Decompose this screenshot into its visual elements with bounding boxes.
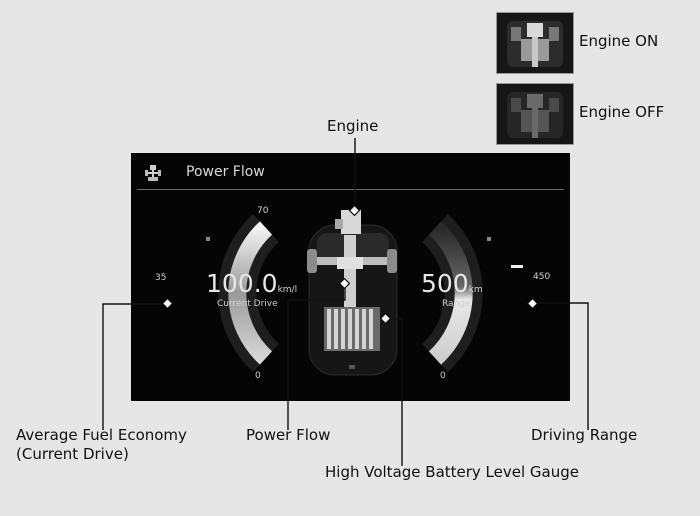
power-flow-callout: Power Flow [246, 426, 331, 444]
vehicle-rear-detail [349, 365, 355, 369]
screen-title: Power Flow [186, 164, 265, 180]
fuel-economy-value: 100.0km/l [206, 271, 297, 303]
range-unit: km [468, 285, 483, 295]
power-flow-leader-marker [338, 277, 351, 290]
engine-on-label: Engine ON [579, 32, 659, 50]
engine-callout: Engine [327, 117, 379, 135]
engine-on-thumbnail [496, 12, 574, 74]
driving-range-leader-line [533, 302, 589, 430]
range-needle [511, 265, 523, 268]
engine-block [341, 210, 361, 234]
gauges-graphic [206, 210, 523, 376]
engine-on-icon [507, 21, 563, 67]
fuel-tick-mark [206, 237, 210, 241]
engine-off-icon [507, 92, 563, 138]
engine-off-label: Engine OFF [579, 103, 665, 121]
header-divider [137, 189, 564, 190]
fuel-tick-max: 70 [257, 206, 269, 216]
hv-battery-callout: High Voltage Battery Level Gauge [325, 463, 579, 481]
fuel-economy-unit: km/l [277, 285, 298, 295]
range-number: 500 [421, 269, 469, 298]
range-label: Range [442, 299, 471, 309]
driving-range-leader-marker [526, 297, 539, 310]
fuel-gauge-arc [228, 221, 273, 365]
wheel-left [307, 249, 317, 273]
power-flow-screen: Power Flow [131, 153, 570, 401]
fuel-economy-number: 100.0 [206, 269, 278, 298]
fuel-economy-label: Current Drive [217, 299, 278, 309]
avg-fuel-leader-line [102, 303, 167, 430]
engine-leader-marker [348, 204, 361, 217]
range-tick-mark [487, 237, 491, 241]
fuel-tick-min: 0 [255, 371, 261, 381]
range-tick-max: 450 [533, 272, 551, 282]
driving-range-callout: Driving Range [531, 426, 638, 444]
power-flow-icon[interactable] [143, 163, 163, 183]
power-flow-hub [337, 257, 363, 269]
engine-detail [335, 219, 343, 229]
fuel-tick-mid: 35 [155, 273, 167, 283]
wheel-right [387, 249, 397, 273]
hv-battery-cells [327, 309, 373, 349]
hv-battery-leader-line [387, 318, 403, 466]
hv-battery-leader-marker [379, 312, 392, 325]
avg-fuel-callout-line1: Average Fuel Economy [16, 426, 187, 444]
range-value: 500km [421, 271, 483, 303]
avg-fuel-callout-line2: (Current Drive) [16, 445, 129, 463]
range-gauge-arc [428, 221, 473, 365]
power-flow-shaft [344, 235, 356, 307]
power-flow-leader-line [287, 284, 346, 430]
range-tick-min: 0 [440, 371, 446, 381]
engine-off-thumbnail [496, 83, 574, 145]
avg-fuel-leader-marker [161, 297, 174, 310]
